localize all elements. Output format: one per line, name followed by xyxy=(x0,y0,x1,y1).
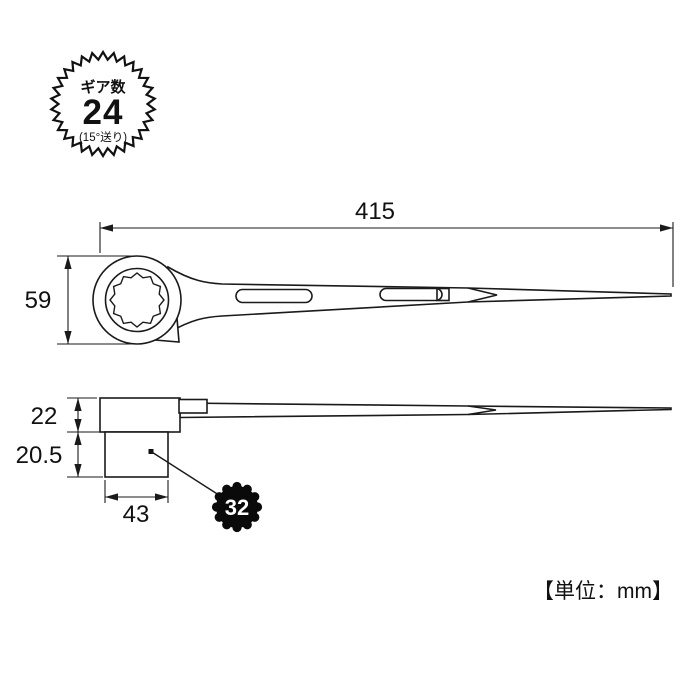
side-head-block xyxy=(99,397,181,433)
handle-slot-1 xyxy=(235,288,313,304)
dimension-value-socket-depth: 20.5 xyxy=(16,442,63,469)
gear-badge-label: ギア数 xyxy=(80,78,126,96)
dimension-value-thickness: 22 xyxy=(31,403,58,430)
dimension-overall-length: 415 xyxy=(99,198,674,287)
dimension-socket-width: 43 xyxy=(104,480,169,528)
dimension-handle-thickness: 22 xyxy=(31,397,103,433)
slot-detail-square xyxy=(436,287,450,302)
side-view xyxy=(99,397,672,498)
gear-count-badge: ギア数 24 (15°送り) xyxy=(49,49,157,159)
top-view xyxy=(92,255,672,345)
gear-badge-value: 24 xyxy=(83,93,124,132)
taper-chevron xyxy=(467,287,498,303)
size-badge-value: 32 xyxy=(225,495,249,520)
side-socket-block xyxy=(104,431,169,478)
socket-size-badge: 32 xyxy=(211,481,263,533)
side-taper-chevron xyxy=(467,405,497,416)
socket-opening xyxy=(109,272,165,328)
handle-slot-2 xyxy=(379,287,443,302)
dimension-head-width: 59 xyxy=(25,255,131,345)
dimension-value-socket-width: 43 xyxy=(123,501,150,528)
leader-line xyxy=(150,450,223,498)
dimension-value-length: 415 xyxy=(355,198,395,225)
gear-badge-note: (15°送り) xyxy=(79,130,127,144)
dimension-socket-depth: 20.5 xyxy=(16,432,103,478)
unit-label: 【単位：mm】 xyxy=(533,580,673,603)
gear-badge-burst xyxy=(49,49,157,159)
dimension-value-head-width: 59 xyxy=(25,287,52,314)
size-badge-circle xyxy=(216,486,258,528)
side-handle-outline xyxy=(179,402,672,419)
side-lever-block xyxy=(178,398,208,414)
